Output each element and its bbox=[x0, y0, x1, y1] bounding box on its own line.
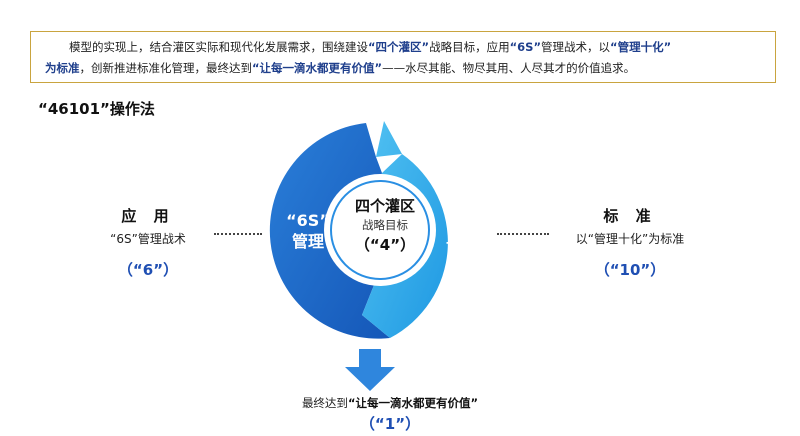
right-code: （“10”） bbox=[594, 261, 666, 279]
center-goal: 四个灌区 战略目标 （“4”） bbox=[340, 195, 430, 255]
center-code: （“4”） bbox=[354, 236, 416, 254]
center-inner-ring bbox=[330, 180, 430, 280]
right-description: 以“管理十化”为标准 bbox=[575, 232, 685, 246]
ring-left-label: “6S” 管理 bbox=[286, 211, 330, 251]
left-description: “6S”管理战术 bbox=[110, 232, 186, 246]
left-heading: 应 用 bbox=[121, 207, 175, 225]
method-title: “46101”操作法 bbox=[38, 100, 155, 118]
right-block-standard: 标 准 以“管理十化”为标准 （“10”） bbox=[555, 205, 705, 280]
center-disc bbox=[324, 174, 436, 286]
left-block-apply: 应 用 “6S”管理战术 （“6”） bbox=[78, 205, 218, 280]
ring-right-label: 管理 十化 bbox=[445, 214, 476, 253]
center-title: 四个灌区 bbox=[354, 197, 415, 215]
right-dotted-connector bbox=[497, 233, 549, 235]
cycle-diagram bbox=[269, 121, 448, 339]
final-goal-code: （“1”） bbox=[359, 415, 421, 433]
final-goal-text: 最终达到“让每一滴水都更有价值” bbox=[301, 396, 479, 410]
intro-line-2: 为标准，创新推进标准化管理，最终达到“让每一滴水都更有价值”——水尽其能、物尽其… bbox=[45, 61, 636, 75]
down-arrow-icon bbox=[345, 349, 395, 391]
final-goal: 最终达到“让每一滴水都更有价值” （“1”） bbox=[240, 395, 540, 434]
intro-line-1: 模型的实现上，结合灌区实际和现代化发展需求，围绕建设“四个灌区”战略目标，应用“… bbox=[69, 40, 672, 54]
center-subtitle: 战略目标 bbox=[362, 218, 408, 232]
right-heading: 标 准 bbox=[603, 207, 657, 225]
left-dotted-connector bbox=[214, 233, 262, 235]
left-code: （“6”） bbox=[117, 261, 179, 279]
intro-box: 模型的实现上，结合灌区实际和现代化发展需求，围绕建设“四个灌区”战略目标，应用“… bbox=[30, 31, 776, 83]
